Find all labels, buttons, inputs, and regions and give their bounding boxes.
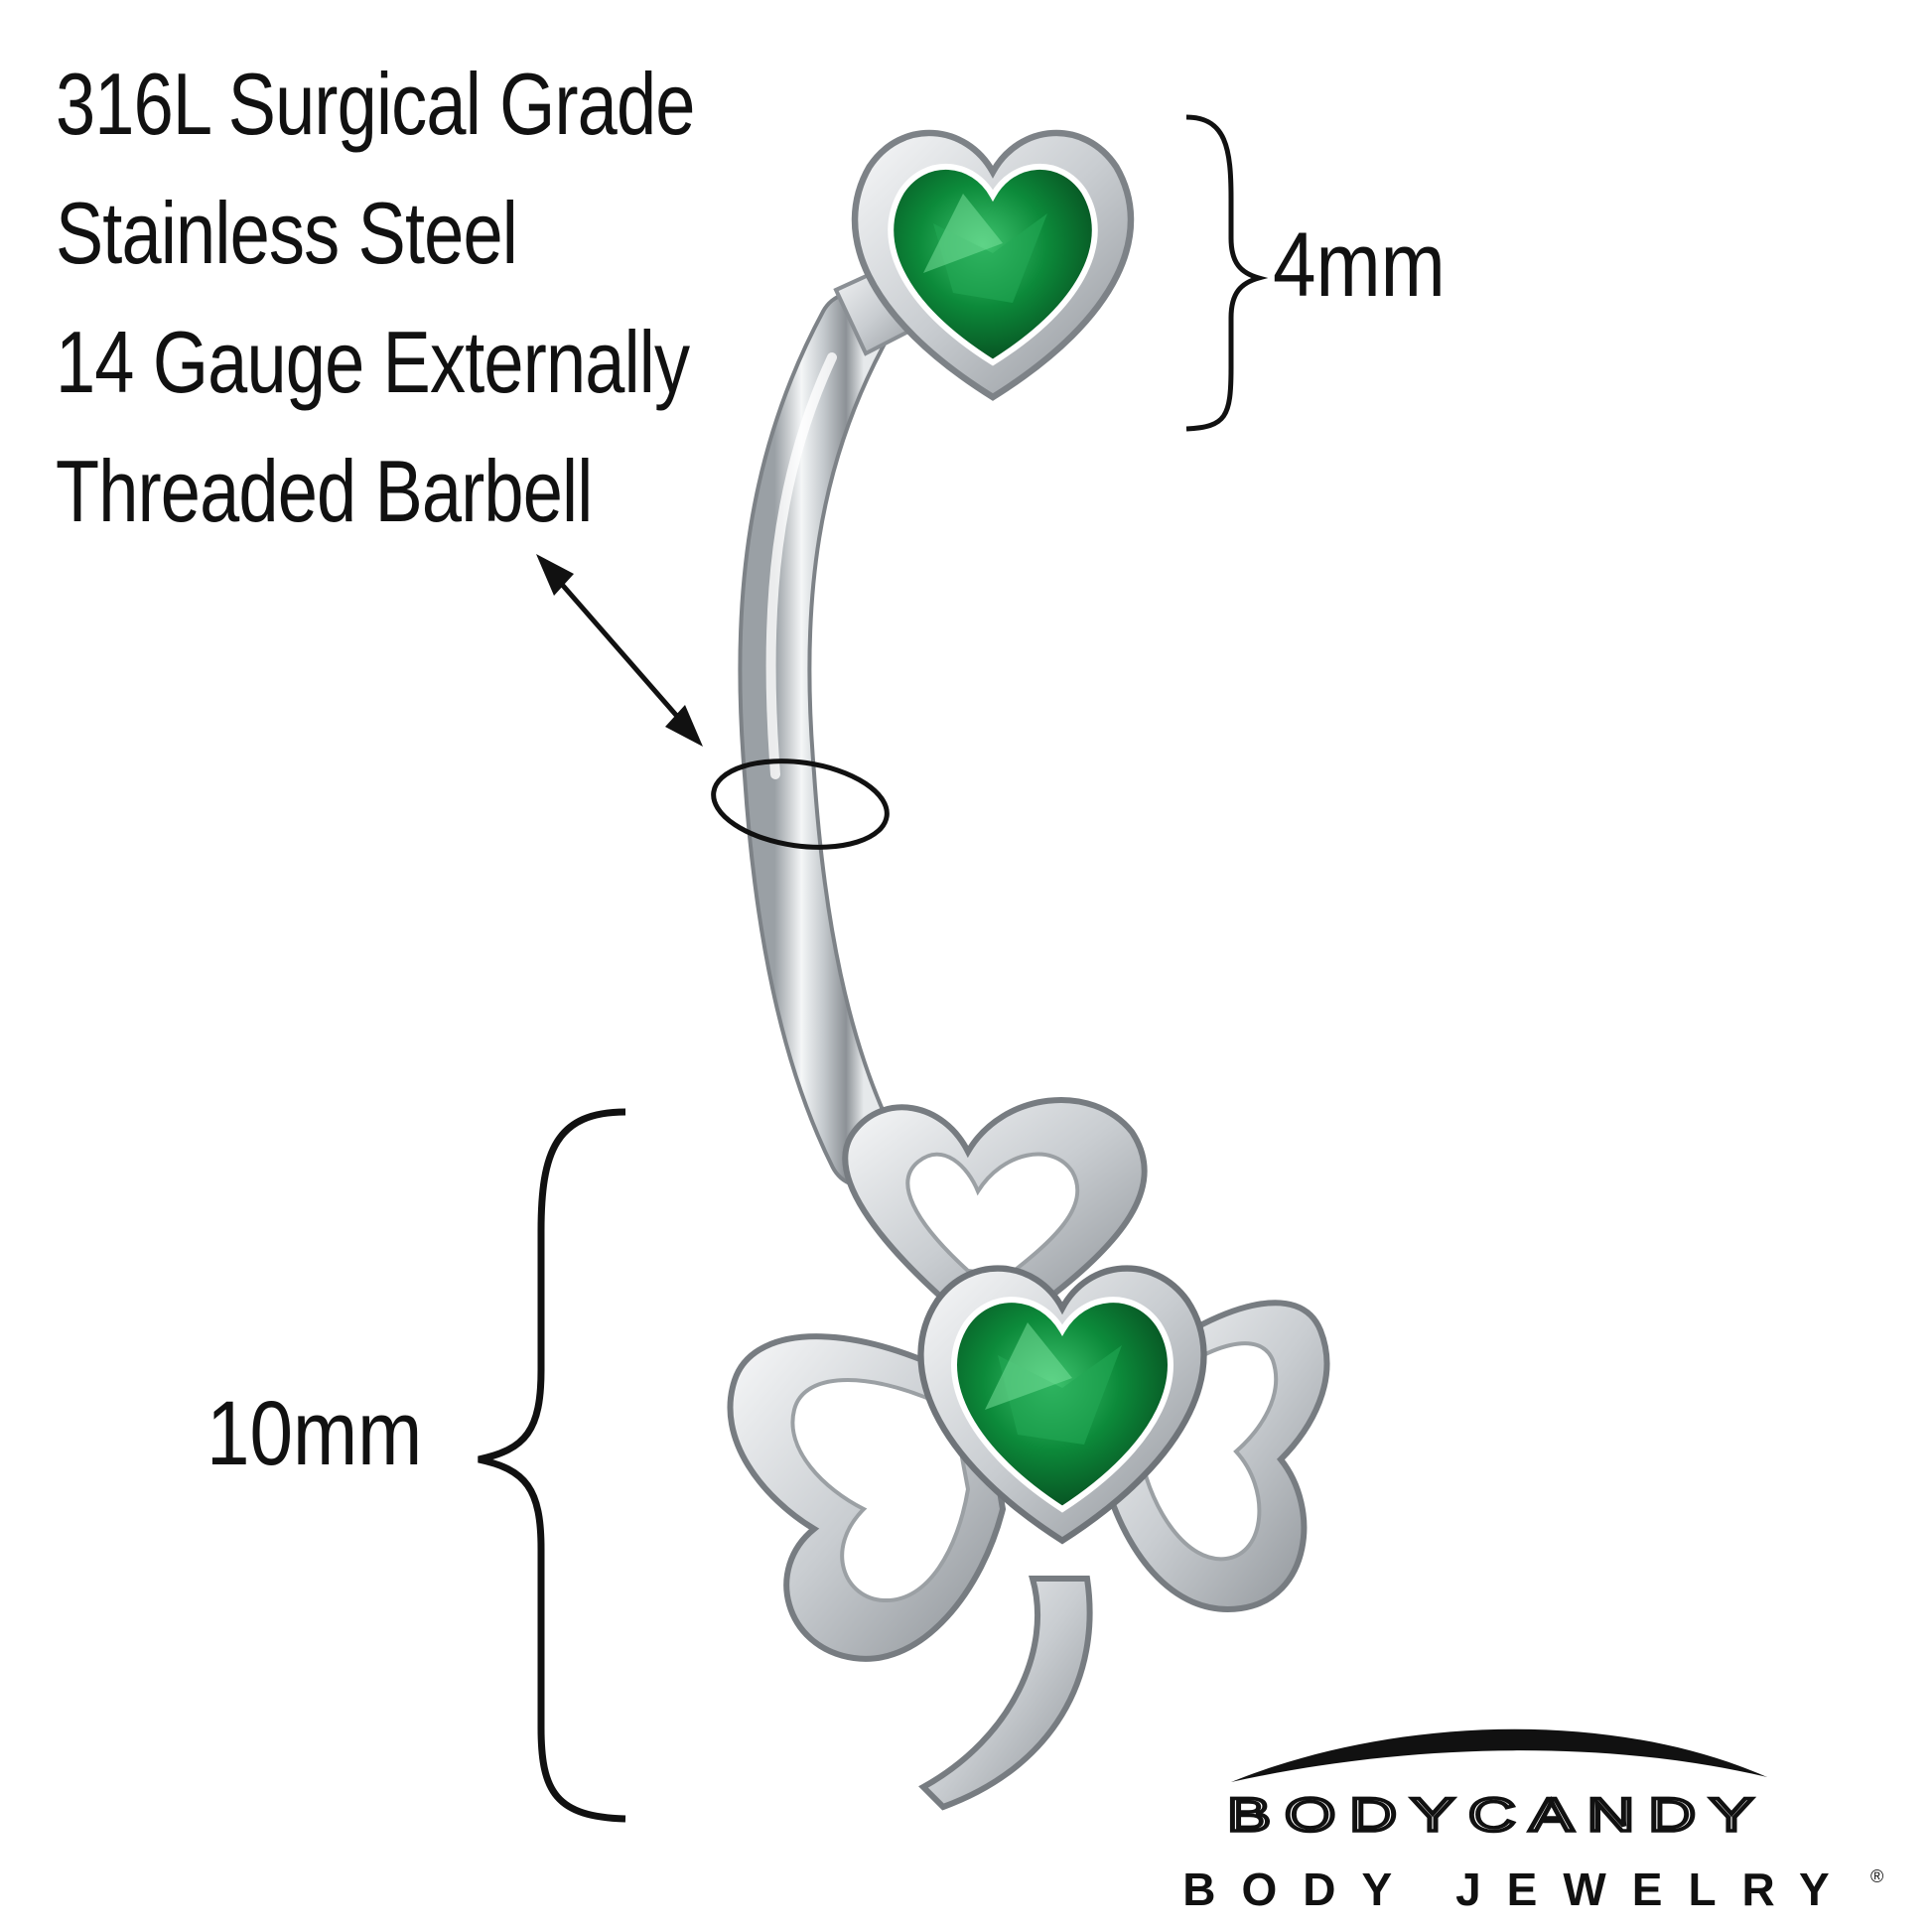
spec-text-block: 316L Surgical Grade Stainless Steel 14 G… (56, 40, 835, 556)
dimension-label-top: 4mm (1273, 214, 1446, 316)
dimension-label-charm: 10mm (207, 1383, 423, 1484)
registered-mark: ® (1870, 1866, 1884, 1886)
gauge-arrow (542, 562, 697, 739)
spec-line-material: 316L Surgical Grade (56, 55, 695, 153)
shamrock-stem (918, 1576, 1093, 1811)
brand-wordmark: BODYCANDY (1224, 1786, 1768, 1843)
top-heart-gem (851, 129, 1135, 401)
spec-line-barbell: Threaded Barbell (56, 442, 593, 540)
brand-tagline: BODY JEWELRY (1182, 1863, 1856, 1915)
brace-top (1185, 114, 1269, 432)
shamrock-charm (727, 1097, 1330, 1811)
spec-line-gauge: 14 Gauge Externally (56, 313, 690, 411)
brace-bottom (478, 1108, 626, 1823)
logo-swoosh (1231, 1728, 1767, 1782)
gauge-ring (711, 759, 890, 850)
spec-line-steel: Stainless Steel (56, 184, 518, 282)
center-heart-gem (917, 1265, 1207, 1545)
